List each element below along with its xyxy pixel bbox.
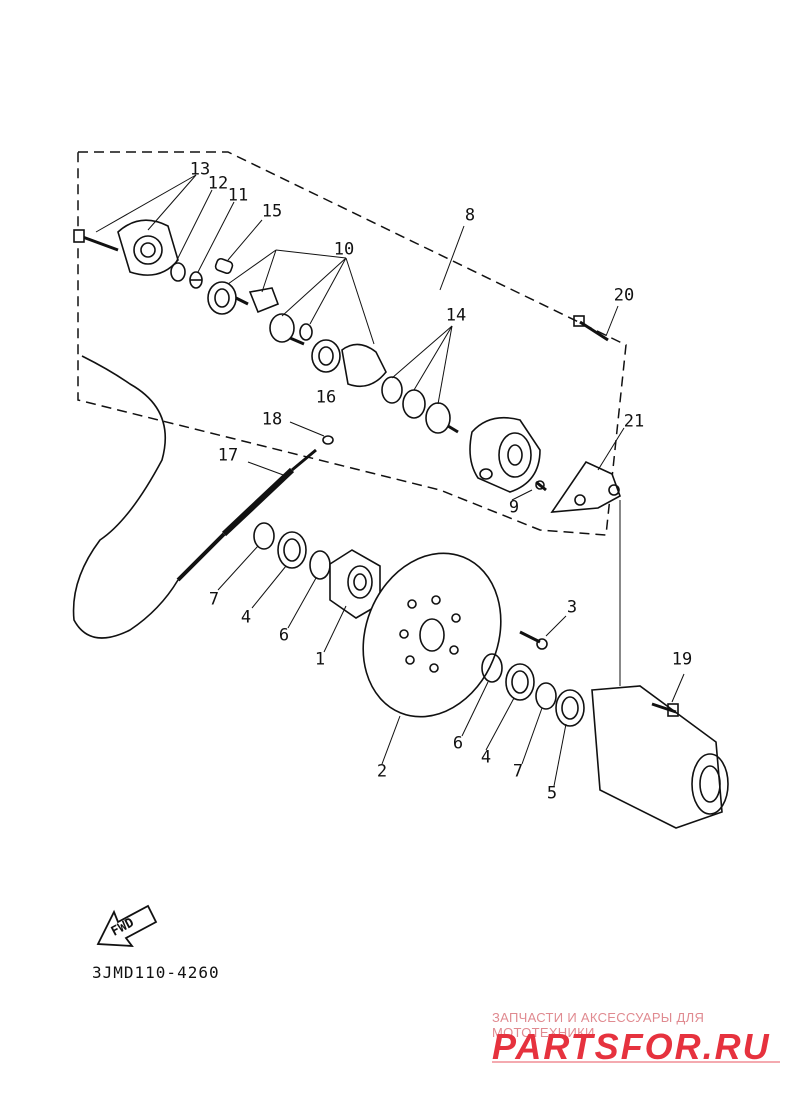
sleeve-10	[269, 313, 305, 346]
collar-4b	[505, 663, 535, 701]
fwd-arrow-icon	[96, 904, 158, 948]
o-ring-6a	[309, 550, 331, 580]
callout-6b: 6	[452, 733, 464, 754]
clip-18	[322, 435, 334, 445]
washer-12	[170, 262, 186, 282]
o-ring-14a	[381, 376, 403, 404]
small-gear	[299, 323, 313, 341]
clip-plate	[248, 287, 280, 314]
callout-9: 9	[508, 497, 520, 518]
callout-13: 13	[189, 159, 211, 180]
leader-lines	[95, 174, 685, 787]
callout-7a: 7	[208, 589, 220, 610]
cover-13	[117, 219, 179, 276]
callout-12: 12	[207, 173, 229, 194]
gear-11	[189, 271, 203, 289]
diagram-code: 3JMD110-4260	[92, 963, 220, 982]
o-ring-7b	[535, 682, 557, 710]
callout-6a: 6	[278, 625, 290, 646]
bearing-16	[311, 339, 341, 373]
gear-assembly-10	[207, 281, 249, 315]
watermark-caption: ЗАПЧАСТИ И АКСЕССУАРЫ ДЛЯ МОТОТЕХНИКИ	[492, 1010, 705, 1040]
bracket-21	[550, 460, 621, 513]
callout-19: 19	[671, 649, 693, 670]
o-ring-14b	[402, 389, 426, 419]
drive-14	[425, 402, 459, 434]
bolt-13	[73, 229, 119, 252]
callout-11: 11	[227, 185, 249, 206]
callout-17: 17	[217, 445, 239, 466]
bolt-20	[573, 315, 609, 342]
screw-9	[535, 480, 547, 492]
callout-20: 20	[613, 285, 635, 306]
callout-4a: 4	[240, 607, 252, 628]
callout-14: 14	[445, 305, 467, 326]
assembly-boundary	[77, 151, 627, 536]
speedometer-cable-17	[72, 355, 317, 639]
callout-15: 15	[261, 201, 283, 222]
seal-5	[555, 689, 585, 727]
pin-15	[214, 257, 234, 275]
gearbox-housing	[469, 416, 541, 493]
callout-16: 16	[315, 387, 337, 408]
callout-8: 8	[464, 205, 476, 226]
callout-7b: 7	[512, 761, 524, 782]
brake-disc-2	[362, 552, 502, 718]
callout-21: 21	[623, 411, 645, 432]
bolt-19	[651, 702, 679, 717]
watermark-logo[interactable]: PARTSFOR.RU	[492, 1026, 771, 1067]
o-ring-7a	[253, 522, 275, 550]
callout-3: 3	[566, 597, 578, 618]
bolt-3	[519, 630, 548, 650]
callout-4b: 4	[480, 747, 492, 768]
collar-4a	[277, 531, 307, 569]
callout-5: 5	[546, 783, 558, 804]
axle-housing	[591, 685, 729, 829]
o-ring-6b	[481, 653, 503, 683]
callout-10: 10	[333, 239, 355, 260]
callout-1: 1	[314, 649, 326, 670]
callout-18: 18	[261, 409, 283, 430]
callout-2: 2	[376, 761, 388, 782]
gasket	[341, 343, 387, 388]
